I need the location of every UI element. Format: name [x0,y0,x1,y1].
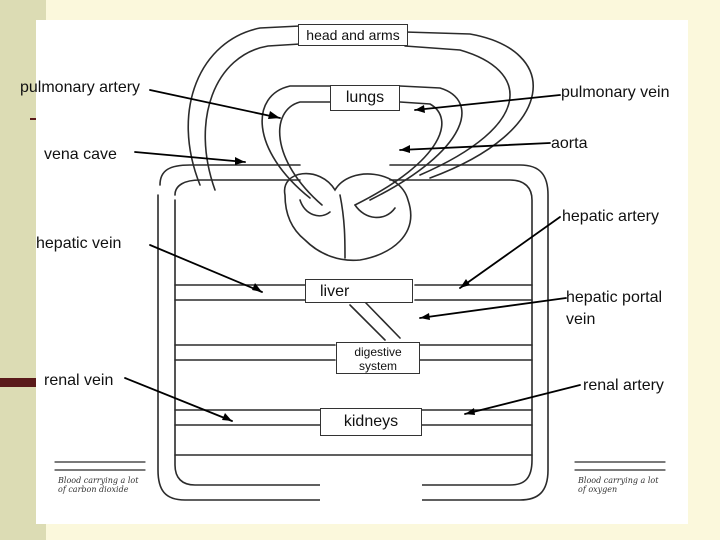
pointer-renal-vein [124,377,233,422]
arrowhead-pulmonary-artery [268,111,280,119]
liver-box: liver [305,279,413,303]
body-loop-outer [157,164,549,501]
kidneys-box: kidneys [320,408,422,436]
pointer-pulmonary-artery [149,89,281,119]
heart-shape [283,172,412,262]
head-and-arms-label: head and arms [306,27,400,43]
left-accent-rule [0,378,40,387]
portal-vessel [349,301,401,341]
head-and-arms-box: head and arms [298,24,408,46]
legend-left-text: Blood carrying a lot of carbon dioxide [58,476,139,494]
arrowhead-pulmonary-vein [415,105,425,113]
pointer-renal-artery [464,384,581,415]
lungs-loop-inner [278,101,443,206]
arrowhead-aorta [400,145,410,153]
arrowhead-hepatic-artery [460,279,470,288]
pulmonary-vein-label: pulmonary vein [561,84,670,101]
arrowhead-hepatic-portal-vein [420,313,430,320]
pointer-aorta [399,142,551,151]
heart-septum [339,194,346,259]
arrowhead-vena-cave [235,157,245,165]
pulmonary-artery-label: pulmonary artery [20,79,141,96]
liver-label: liver [320,283,350,300]
renal-artery-label: renal artery [583,377,664,394]
pointer-pulmonary-vein [414,94,561,111]
head-loop-outer [187,25,534,186]
hepatic-artery-label: hepatic artery [562,208,659,225]
kidneys-label: kidneys [343,413,399,430]
head-loop-inner [204,43,511,191]
lungs-box: lungs [330,85,400,111]
small-accent-mark [30,118,38,120]
digestive-system-label: digestive system [354,345,402,373]
digestive-system-box: digestive system [336,342,420,374]
pointer-hepatic-artery [459,216,561,289]
body-loop-inner [174,179,533,486]
vena-cave-label: vena cave [44,146,117,163]
pointer-hepatic-portal-vein [419,297,567,319]
heart-chamber-right [354,204,396,219]
arrowhead-renal-vein [222,413,232,421]
pointer-hepatic-vein [149,244,263,293]
lungs-label: lungs [345,89,385,106]
renal-vein-label: renal vein [44,372,114,389]
lower-body-box [320,478,422,502]
heart-chamber-left [299,199,331,217]
arrowhead-renal-artery [465,408,475,415]
hepatic-vein-label: hepatic vein [36,235,122,252]
aorta-label: aorta [551,135,588,152]
legend-right-text: Blood carrying a lot of oxygen [578,476,659,494]
pointer-vena-cave [134,151,246,163]
arrowhead-hepatic-vein [252,283,262,292]
hepatic-portal-vein-label: hepatic portal vein [566,289,663,328]
